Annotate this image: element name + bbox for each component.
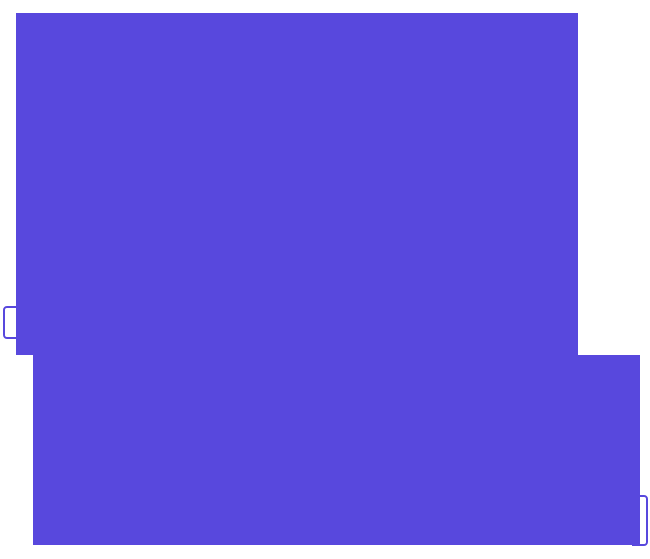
bottom-block bbox=[33, 355, 640, 545]
top-block bbox=[16, 13, 578, 355]
